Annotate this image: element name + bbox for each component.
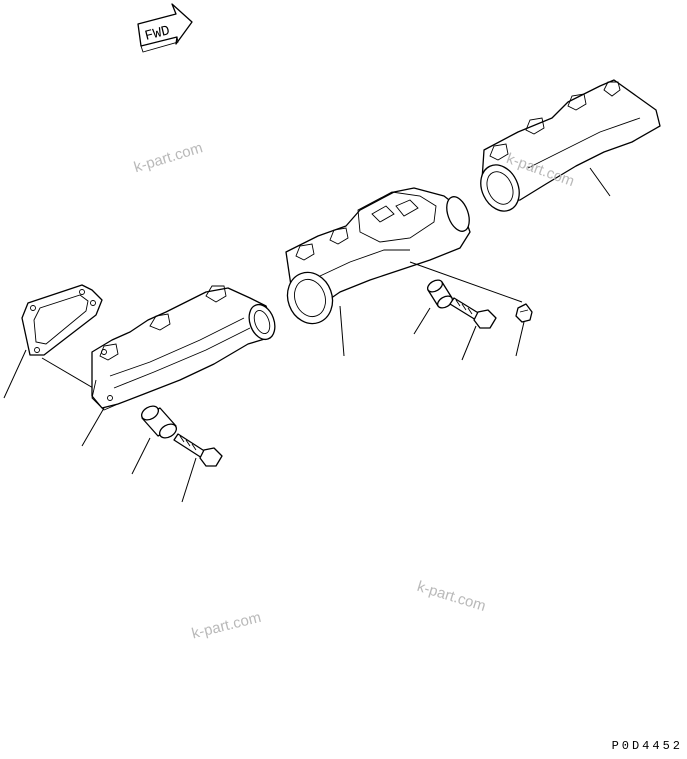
- front-spacer-leader: [131, 437, 151, 475]
- center-spacer-part: [426, 279, 454, 309]
- center-spacer-leader: [413, 307, 431, 335]
- front-bolt-leader: [181, 457, 197, 503]
- center-bolt-leader: [461, 325, 477, 361]
- front-spacer-part: [140, 405, 178, 439]
- rear-exhaust-manifold-part: [480, 79, 661, 212]
- front-bolt-part: [173, 433, 223, 467]
- center-manifold-leader: [339, 305, 345, 357]
- gasket-leader: [3, 349, 27, 399]
- gasket-part: [21, 284, 103, 356]
- center-exhaust-manifold-part: [285, 187, 471, 325]
- front-exhaust-manifold-part: [91, 285, 276, 411]
- fitting-leader: [515, 321, 525, 357]
- forward-arrow-icon: FWD: [137, 3, 193, 53]
- center-bolt-part: [449, 297, 497, 329]
- rear-manifold-leader: [589, 167, 611, 197]
- fwd-label: FWD: [143, 23, 171, 45]
- fitting-part: [515, 303, 533, 323]
- drawing-id-label: P0D4452: [611, 739, 683, 753]
- front-manifold-leader: [81, 407, 105, 447]
